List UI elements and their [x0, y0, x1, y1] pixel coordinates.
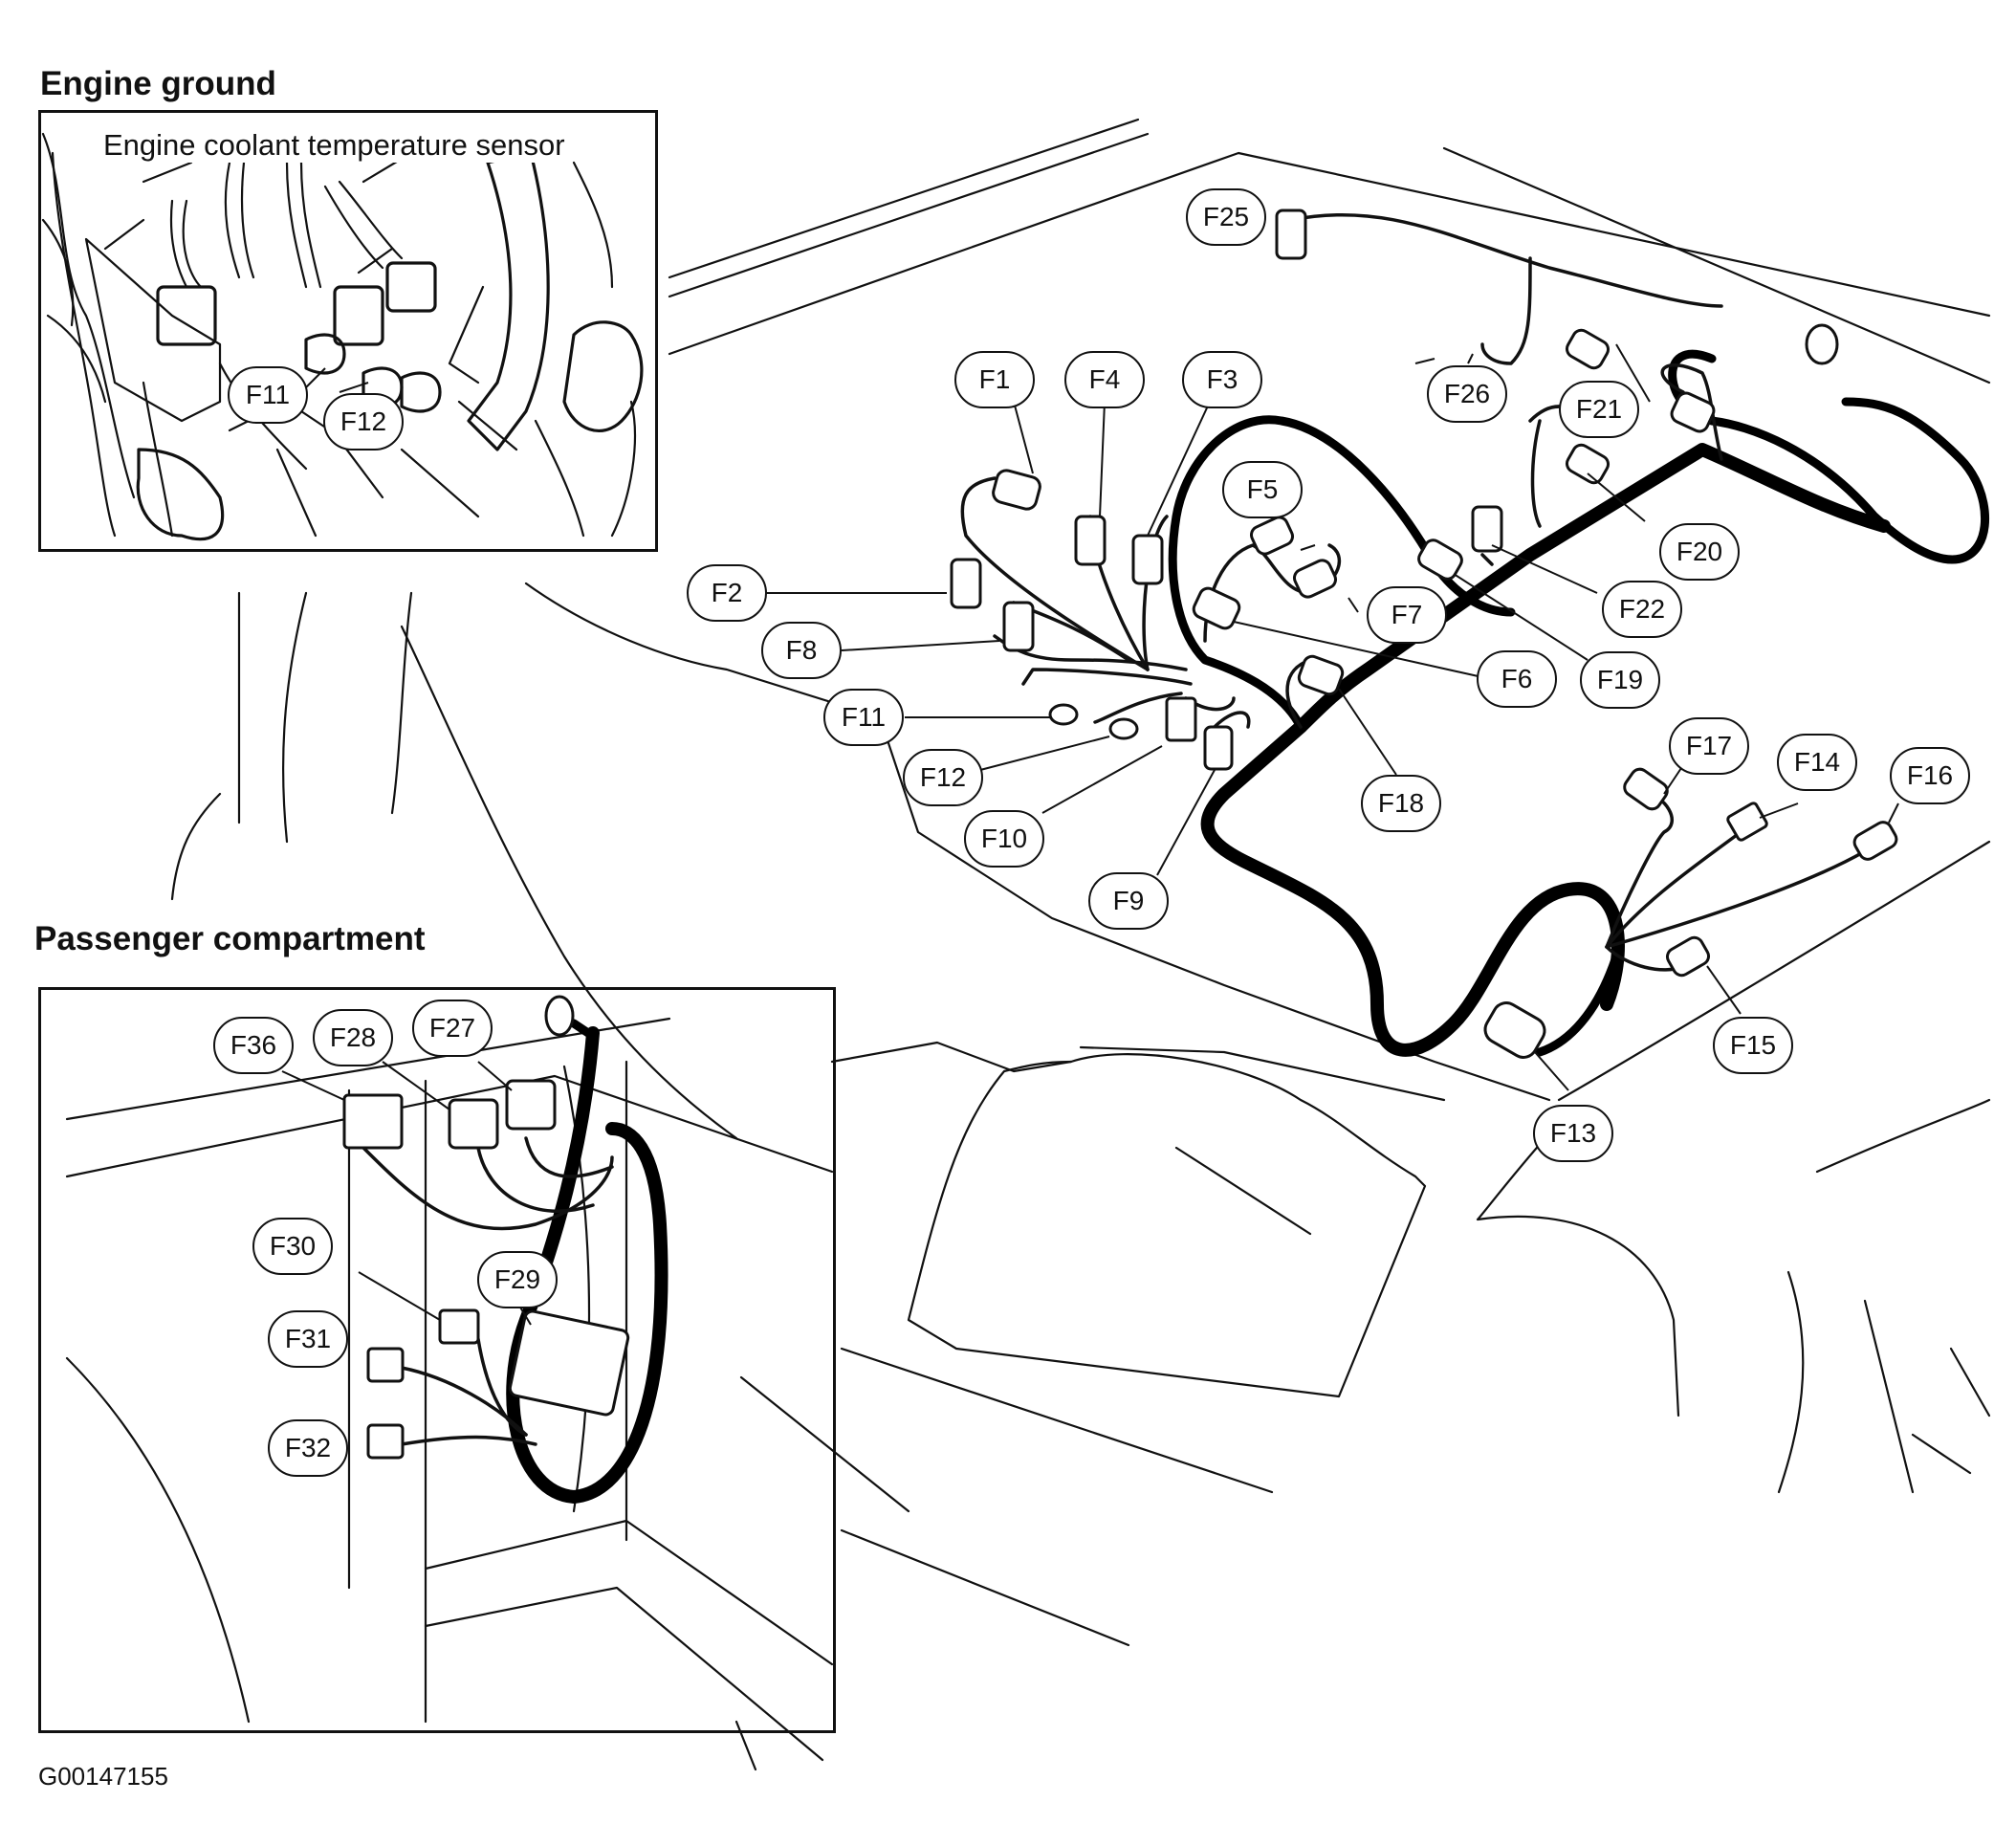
- callout-f6: F6: [1477, 650, 1557, 708]
- callout-inset-f11: F11: [228, 366, 308, 424]
- callout-f8: F8: [761, 622, 842, 679]
- callout-f12: F12: [903, 749, 983, 806]
- callout-f32: F32: [268, 1419, 348, 1477]
- callout-f9: F9: [1088, 872, 1169, 930]
- callout-f30: F30: [252, 1218, 333, 1275]
- passenger-compartment-inset: [38, 987, 836, 1733]
- callout-f13: F13: [1533, 1105, 1613, 1162]
- callout-f21: F21: [1559, 381, 1639, 438]
- callout-f27: F27: [412, 1000, 493, 1057]
- callout-f19: F19: [1580, 651, 1660, 709]
- callout-f25: F25: [1186, 188, 1266, 246]
- callout-f1: F1: [954, 351, 1035, 408]
- leader-lines-main: [765, 190, 1899, 1091]
- callout-f28: F28: [313, 1009, 393, 1066]
- callout-f16: F16: [1890, 747, 1970, 804]
- callout-f26: F26: [1427, 365, 1507, 423]
- callout-f36: F36: [213, 1017, 294, 1074]
- passenger-compartment-inset-art: [65, 995, 834, 1762]
- connectors-main: [950, 209, 1898, 1059]
- callout-f20: F20: [1659, 523, 1740, 581]
- figure-id: G00147155: [38, 1762, 168, 1791]
- coolant-sensor-label: Engine coolant temperature sensor: [103, 128, 565, 163]
- passenger-compartment-title: Passenger compartment: [34, 920, 426, 957]
- callout-f10: F10: [964, 810, 1044, 868]
- callout-f2: F2: [687, 564, 767, 622]
- callout-f7: F7: [1367, 586, 1447, 644]
- callout-f3: F3: [1182, 351, 1262, 408]
- callout-inset-f12: F12: [323, 393, 404, 451]
- callout-f15: F15: [1713, 1017, 1793, 1074]
- callout-f29: F29: [477, 1251, 558, 1308]
- engine-ground-inset-art: [41, 132, 644, 541]
- engine-ground-title: Engine ground: [40, 65, 276, 102]
- callout-f4: F4: [1064, 351, 1145, 408]
- callout-f17: F17: [1669, 717, 1749, 775]
- engine-ground-inset: [38, 110, 658, 552]
- callout-f11: F11: [823, 689, 904, 746]
- engine-bay-outline: [170, 118, 1991, 1771]
- callout-f5: F5: [1222, 461, 1303, 518]
- callout-f31: F31: [268, 1310, 348, 1368]
- callout-f22: F22: [1602, 581, 1682, 638]
- callout-f18: F18: [1361, 775, 1441, 832]
- callout-f14: F14: [1777, 734, 1857, 791]
